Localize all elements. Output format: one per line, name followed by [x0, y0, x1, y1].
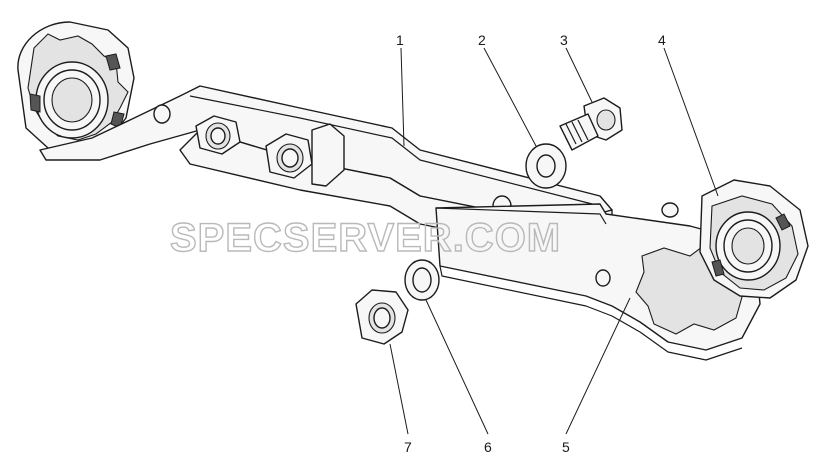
callout-6: 6: [484, 439, 492, 455]
bolt-part-3: [559, 97, 623, 151]
callout-2: 2: [478, 32, 486, 48]
callout-4: 4: [658, 32, 666, 48]
callout-1: 1: [396, 32, 404, 48]
leader-2: [483, 47, 537, 147]
spring-washer-part-6: [404, 259, 440, 301]
leader-3: [565, 47, 593, 103]
left-hub: [17, 21, 135, 151]
arm-nut-left: [195, 115, 241, 155]
leader-lines: [389, 47, 719, 435]
leader-1: [400, 47, 405, 147]
leader-7: [389, 343, 409, 435]
callout-3: 3: [560, 32, 568, 48]
nut-part-7: [355, 289, 409, 345]
callout-7: 7: [404, 439, 412, 455]
right-hub: [699, 179, 809, 299]
arm-nut-right: [265, 133, 313, 179]
watermark-text: SPECSERVER.COM: [170, 216, 561, 260]
washer-part-2: [525, 143, 567, 189]
callout-5: 5: [562, 439, 570, 455]
leader-5: [565, 297, 631, 435]
leader-6: [425, 299, 489, 435]
bracket-part-5: [435, 202, 761, 361]
leader-4: [663, 47, 719, 197]
callout-labels: 1 2 3 4 5 6 7: [396, 32, 666, 455]
arm-bracket: [311, 123, 345, 187]
